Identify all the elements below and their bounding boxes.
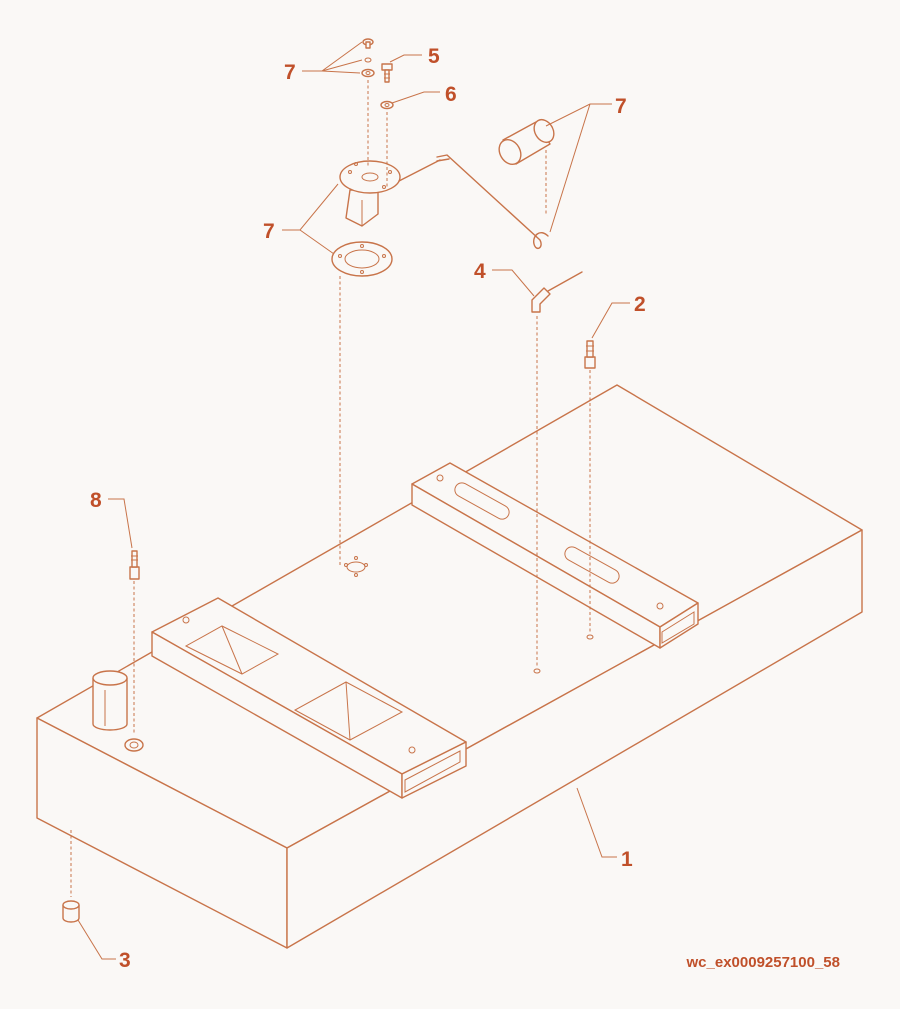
callout-1: 1 [621,848,633,871]
part-4-elbow-fitting [531,271,583,674]
callout-7-float: 7 [615,95,627,118]
part-2-hose-barb [584,340,596,640]
callout-2: 2 [634,293,646,316]
right-mounting-channel [411,462,699,649]
callout-5: 5 [428,45,440,68]
figure-code: wc_ex0009257100_58 [686,954,841,971]
part-8-hose-barb [129,550,140,735]
callout-4: 4 [474,260,486,283]
top-screw-and-washers [361,38,375,78]
callout-6: 6 [445,83,457,106]
leader-lines [77,41,630,960]
left-mounting-channel [151,597,467,799]
sender-gasket [331,241,393,277]
callout-7-flange: 7 [263,220,275,243]
sender-opening [339,276,368,577]
float [498,118,555,214]
callout-7-top: 7 [284,61,296,84]
callout-3: 3 [119,949,131,972]
callout-8: 8 [90,489,102,512]
fuel-sender-flange [339,80,441,227]
part-3-drain-plug [62,830,80,923]
filler-neck [92,670,128,731]
bung-ring [124,738,144,752]
part-5-screw [381,63,393,83]
part-6-washer [380,100,394,110]
float-arm [436,154,549,250]
